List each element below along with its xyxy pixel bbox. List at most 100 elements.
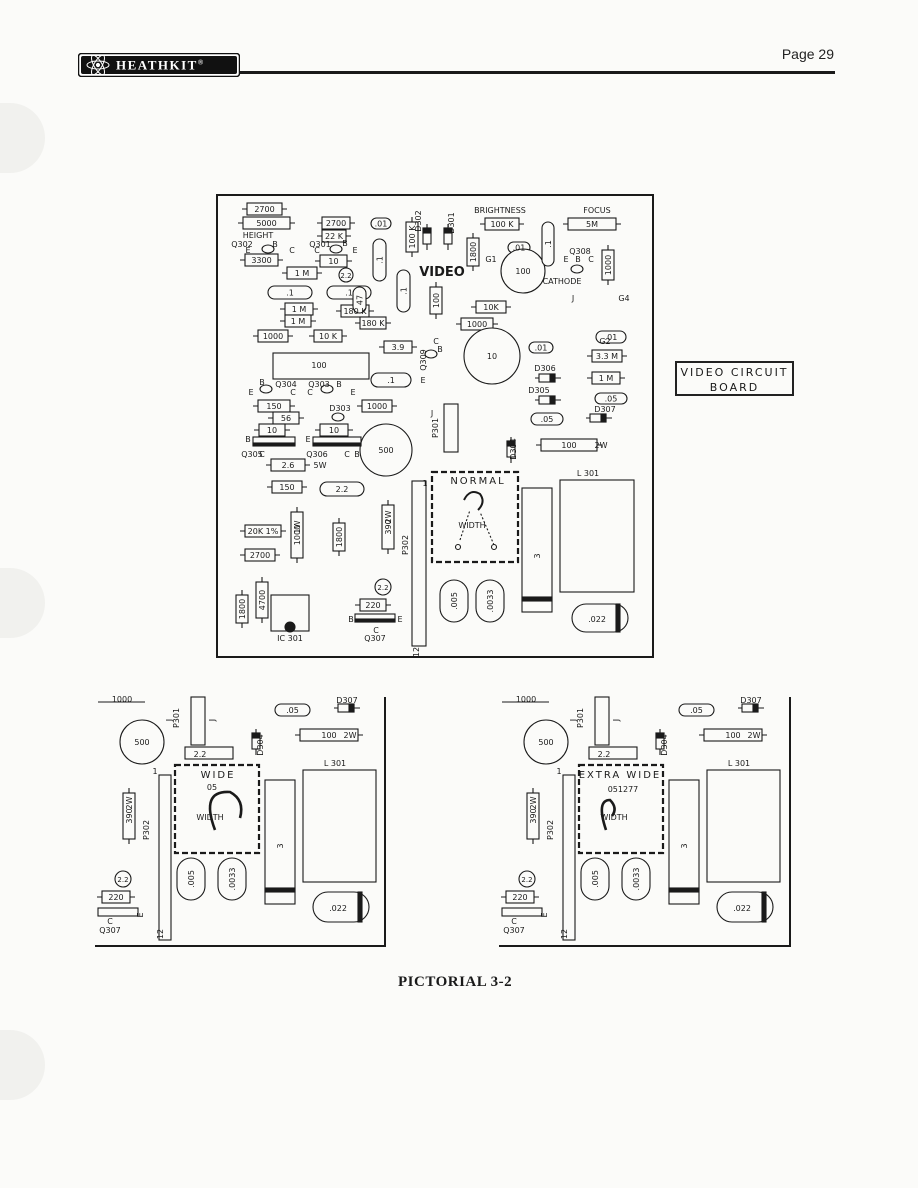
capacitor [319,481,365,497]
board-label: D307 [740,696,761,705]
capacitor [594,392,628,405]
board-label: D302 [414,210,423,231]
resistor-value: 2700 [250,551,270,560]
width-label: WIDTH [196,813,223,822]
capacitor-band [521,596,553,602]
capacitor [475,579,505,623]
capacitor-value: 2.2 [377,584,388,592]
board-label: C [373,626,379,635]
figure-caption: PICTORIAL 3-2 [398,974,513,990]
capacitor-2-2 [374,578,392,596]
board-label: E [305,435,310,444]
capacitor-value: .05 [541,415,554,424]
board-label: C [307,388,313,397]
capacitor [580,857,610,901]
board-label: Q306 [306,450,328,459]
capacitor-022 [312,891,370,923]
board-label: J [571,294,574,303]
connector-p301 [594,696,610,746]
board-label: E [248,388,253,397]
capacitor-value: .1 [286,289,294,298]
electrolytic-capacitor [523,719,569,765]
board-label: 12 [560,929,569,939]
capacitor [541,221,555,267]
resistor-value: 220 [365,601,380,610]
capacitor-value: .1 [544,240,553,248]
resistor-value: 1800 [238,599,247,619]
board-label: E [350,388,355,397]
capacitor [267,285,313,300]
resistor-value: 2700 [326,219,346,228]
resistor-value: 220 [512,893,527,902]
capacitor-value: .1 [400,287,409,295]
board-label: C [259,450,265,459]
board-label: D304 [509,438,518,459]
diode-band [549,395,556,405]
heathkit-logo: HEATHKIT® [78,53,240,77]
resistor [526,792,540,840]
board-label: 1 [556,767,561,776]
capacitor-3 [521,487,553,613]
capacitor-value: .005 [450,592,459,610]
board-label: C [511,917,517,926]
board-label: B [437,345,443,354]
board-label: B [336,380,342,389]
resistor [313,329,343,343]
resistor [383,340,413,354]
board-label: P301 [172,708,181,728]
resistor [475,300,507,314]
diode-band [348,703,355,713]
capacitor-value: .022 [733,904,751,913]
resistor [332,522,346,552]
capacitor-value: 3 [276,843,285,848]
resistor-rating: 2W [344,731,357,740]
transistor-tab [312,442,362,447]
board-label: G4 [618,294,629,303]
board-label: E [540,912,549,917]
resistor [244,253,279,267]
capacitor [176,857,206,901]
resistor [321,216,351,230]
resistor [359,598,387,612]
board-label: Q307 [364,634,386,643]
resistor [361,399,393,413]
inset-extra-wide-outline [499,697,791,947]
resistor [319,423,349,437]
capacitor [372,238,387,282]
capacitor-value: 3 [533,553,542,558]
capacitor [439,579,469,623]
capacitor-value: .022 [329,904,347,913]
capacitor [370,217,392,230]
board-label: D304 [660,734,669,755]
capacitor-value: 2.2 [598,750,611,759]
resistor-value: 180 K [343,307,367,316]
resistor-value: 5000 [256,219,276,228]
capacitor [370,372,412,388]
resistor [122,792,136,840]
connector-p301 [443,403,459,453]
resistor-value: 390 [529,808,538,823]
board-label: D304 [256,734,265,755]
board-label: WIDTH [458,521,485,530]
connector-p302 [562,774,576,941]
board-label: C [107,917,113,926]
transistor-q307 [501,907,543,917]
board-label: 1 [422,479,427,488]
capacitor-value: 2.2 [336,485,349,494]
resistor [540,438,598,452]
resistor-value: 100 K [408,225,417,249]
capacitor-band [357,891,363,923]
diode-band [506,440,516,447]
board-label: G1 [485,255,496,264]
diode-band [422,227,432,234]
resistor-value: 100 [561,441,576,450]
resistor [244,524,282,538]
ic-pin-1-marker [284,621,296,633]
transistor [331,412,345,422]
capacitor-value: .01 [535,344,548,353]
capacitor-value: .0033 [486,590,495,613]
board-label: D306 [534,364,555,373]
resistor-value: 56 [281,414,291,423]
resistor [591,371,621,385]
resistor [429,286,443,315]
